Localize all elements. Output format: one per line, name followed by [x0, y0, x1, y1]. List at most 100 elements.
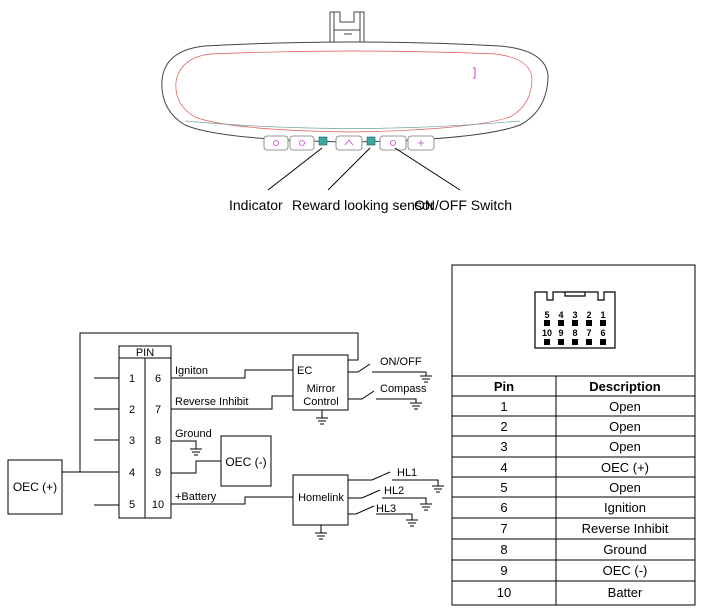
table-cell-pin: 2: [500, 419, 507, 434]
table-cell-description: OEC (+): [601, 460, 649, 475]
table-cell-description: Open: [609, 399, 641, 414]
table-header-description: Description: [589, 379, 661, 394]
oec-minus-wire: [171, 460, 221, 474]
pin-number: 8: [155, 435, 161, 447]
table-cell-pin: 1: [500, 399, 507, 414]
sensor-leader: [327, 147, 371, 191]
pin-number: 1: [129, 373, 135, 385]
pin-table-grid: [452, 375, 695, 605]
connector-pin-number: 9: [558, 328, 563, 338]
table-cell-description: Open: [609, 480, 641, 495]
switch-label: ON/OFF Switch: [414, 197, 512, 213]
mirror-button: [379, 135, 407, 151]
oec-minus-box: [220, 435, 272, 487]
pin-number: 9: [155, 467, 161, 479]
connector-pin-number: 5: [544, 310, 549, 320]
table-cell-description: Ignition: [604, 500, 646, 515]
wiring-schematic: [7, 332, 444, 540]
connector-pin-number: 3: [572, 310, 577, 320]
pin-number: 7: [155, 404, 161, 416]
battery-wire: [171, 496, 293, 505]
oec-plus-box: [7, 459, 63, 515]
ground-label: Ground: [175, 428, 212, 440]
connector-pin-number: 1: [600, 310, 605, 320]
oec-plus-label: OEC (+): [13, 480, 57, 494]
sensor-label: Reward looking sensor: [292, 197, 435, 213]
control-label: Control: [303, 396, 338, 408]
hl3-label: HL3: [376, 503, 396, 515]
pin-number: 5: [129, 499, 135, 511]
pin-header: PIN: [136, 347, 154, 359]
table-header-pin: Pin: [494, 379, 514, 394]
button-icon: [273, 140, 279, 146]
connector-pin-numbers: 5 4 3 2 1 10 9 8 7 6: [542, 310, 606, 338]
table-cell-pin: 8: [500, 542, 507, 557]
hl3-switch: [348, 505, 375, 515]
table-cell-pin: 7: [500, 521, 507, 536]
table-cell-description: Ground: [603, 542, 646, 557]
ground-wire: [171, 440, 197, 449]
on-off-label: ON/OFF: [380, 356, 422, 368]
table-cell-description: Batter: [608, 585, 643, 600]
connector-pin-number: 6: [600, 328, 605, 338]
oec-minus-label: OEC (-): [225, 455, 266, 469]
reverse-inhibit-wire: [171, 395, 293, 410]
connector-pins: [544, 320, 606, 345]
button-icon: [299, 140, 305, 146]
battery-label: +Battery: [175, 491, 217, 503]
table-cell-pin: 5: [500, 480, 507, 495]
mirror-glass-edge: [175, 50, 533, 133]
table-cell-description: Open: [609, 419, 641, 434]
connector-pin-number: 10: [542, 328, 552, 338]
mirror-mount: [329, 11, 365, 42]
table-cell-description: OEC (-): [603, 563, 648, 578]
mirror-button: [335, 135, 363, 151]
homelink-label: Homelink: [298, 492, 344, 504]
table-cell-pin: 9: [500, 563, 507, 578]
table-cell-description: Open: [609, 439, 641, 454]
indicator-led: [318, 136, 328, 146]
ec-mirror-control-box: [292, 354, 349, 411]
mirror-housing: [161, 41, 549, 143]
hl2-label: HL2: [384, 485, 404, 497]
button-icon: [390, 140, 396, 146]
table-cell-pin: 10: [497, 585, 511, 600]
oec-plus-loop: [79, 332, 359, 472]
button-icon: [344, 139, 354, 146]
connector-pin-number: 2: [586, 310, 591, 320]
connector-pin-number: 8: [572, 328, 577, 338]
hl2-switch: [348, 489, 381, 499]
schematic-labels: OEC (+) PIN 1 6 2 7 3 8 4 9 5 10 Igniton…: [13, 347, 427, 515]
pin-number: 4: [129, 467, 135, 479]
compass-label: Compass: [380, 383, 427, 395]
mirror-illustration: Indicator Reward looking sensor ON/OFF S…: [161, 11, 549, 213]
hl1-switch: [348, 471, 391, 481]
mirror-compass-display: [473, 67, 476, 79]
reverse-inhibit-label: Reverse Inhibit: [175, 396, 248, 408]
pin-number: 3: [129, 435, 135, 447]
switch-leader: [394, 147, 461, 191]
mirror-button: [263, 135, 289, 151]
ignition-label: Igniton: [175, 365, 208, 377]
pin-number: 2: [129, 404, 135, 416]
mirror-bezel-line: [184, 120, 521, 129]
connector-face: [534, 291, 616, 349]
mirror-button-strip: [263, 135, 435, 151]
hl1-label: HL1: [397, 467, 417, 479]
mirror-label: Mirror: [307, 383, 336, 395]
ignition-wire: [171, 369, 293, 379]
rear-sensor: [366, 136, 376, 146]
indicator-leader: [267, 147, 323, 191]
ec-label: EC: [297, 365, 312, 377]
button-icon: [418, 140, 424, 146]
table-cell-pin: 3: [500, 439, 507, 454]
connector-pin-number: 7: [586, 328, 591, 338]
pin-table-panel: 5 4 3 2 1 10 9 8 7 6 Pin Descrip: [451, 264, 696, 606]
table-cell-pin: 6: [500, 500, 507, 515]
pin-number: 10: [152, 499, 164, 511]
indicator-label: Indicator: [229, 197, 283, 213]
mirror-button: [289, 135, 315, 151]
pin-number: 6: [155, 373, 161, 385]
table-cell-description: Reverse Inhibit: [582, 521, 669, 536]
